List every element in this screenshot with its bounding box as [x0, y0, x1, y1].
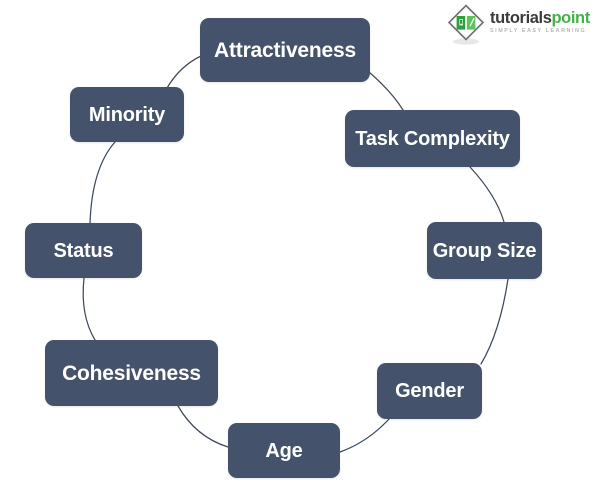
- node-task-complexity-label: Task Complexity: [355, 127, 510, 150]
- node-attractiveness-label: Attractiveness: [214, 38, 356, 62]
- node-status-label: Status: [53, 239, 114, 262]
- tutorialspoint-word: tutorialspoint: [490, 10, 596, 27]
- node-minority-label: Minority: [88, 103, 166, 126]
- arc-age-cohesiveness: [177, 405, 229, 448]
- node-cohesiveness-label: Cohesiveness: [62, 361, 201, 385]
- tutorialspoint-tagline: SIMPLY EASY LEARNING: [490, 27, 587, 34]
- node-status[interactable]: Status: [25, 223, 142, 278]
- arc-status-minority: [89, 141, 116, 224]
- node-age[interactable]: Age: [228, 423, 340, 478]
- tutorialspoint-word-second: point: [551, 9, 591, 27]
- arc-groupsize-gender: [480, 278, 509, 365]
- node-attractiveness[interactable]: Attractiveness: [200, 18, 370, 82]
- node-minority[interactable]: Minority: [70, 87, 184, 142]
- arc-gender-age: [339, 417, 391, 453]
- node-gender[interactable]: Gender: [377, 363, 482, 419]
- node-group-size[interactable]: Group Size: [427, 222, 542, 279]
- node-cohesiveness[interactable]: Cohesiveness: [45, 340, 218, 406]
- tutorialspoint-wordmark: tutorialspoint SIMPLY EASY LEARNING: [490, 10, 596, 34]
- tutorialspoint-diamond-book-icon: [447, 4, 485, 45]
- node-gender-label: Gender: [395, 380, 464, 402]
- node-group-size-label: Group Size: [432, 239, 537, 262]
- node-task-complexity[interactable]: Task Complexity: [345, 110, 520, 167]
- arc-minority-attractiveness: [166, 55, 202, 89]
- arc-cohesiveness-status: [82, 277, 96, 341]
- node-age-label: Age: [265, 439, 303, 462]
- arc-attractiveness-task: [368, 71, 404, 111]
- tutorialspoint-logo: tutorialspoint SIMPLY EASY LEARNING: [444, 3, 596, 47]
- arc-task-groupsize: [469, 166, 505, 223]
- tutorialspoint-word-first: tutorials: [490, 9, 552, 27]
